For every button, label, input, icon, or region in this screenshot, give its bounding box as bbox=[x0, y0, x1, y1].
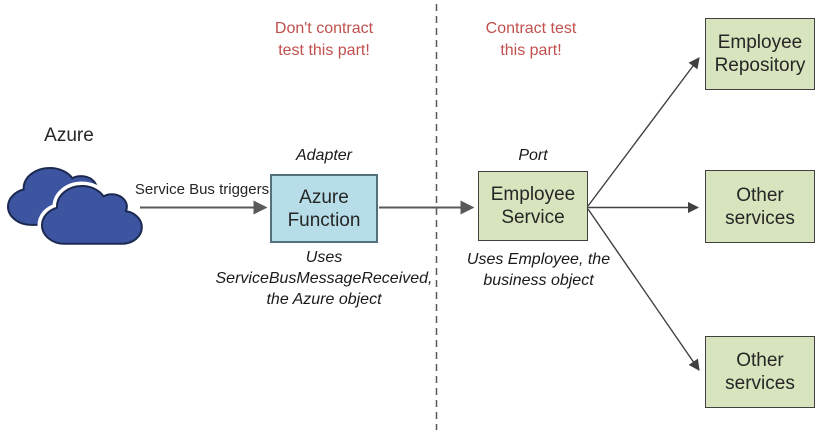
dont-contract-test-annotation: Don't contract test this part! bbox=[274, 20, 374, 59]
port-note: Uses Employee, the business object bbox=[466, 251, 611, 289]
port-to-repository-arrow bbox=[587, 57, 700, 207]
port-role-label: Port bbox=[518, 147, 548, 164]
other-services-box-2: Other services bbox=[705, 336, 815, 408]
azure-label: Azure bbox=[44, 125, 94, 146]
adapter-role-label: Adapter bbox=[295, 147, 353, 164]
azure-cloud-icon bbox=[8, 168, 142, 244]
contract-test-annotation: Contract test this part! bbox=[485, 20, 577, 59]
azure-function-box: Azure Function bbox=[270, 174, 378, 243]
employee-service-box: Employee Service bbox=[478, 171, 588, 241]
adapter-note: Uses ServiceBusMessageReceived, the Azur… bbox=[215, 249, 433, 308]
employee-repository-box: Employee Repository bbox=[705, 18, 815, 90]
service-bus-triggers-label: Service Bus triggers bbox=[134, 181, 270, 198]
other-services-box-1: Other services bbox=[705, 170, 815, 243]
